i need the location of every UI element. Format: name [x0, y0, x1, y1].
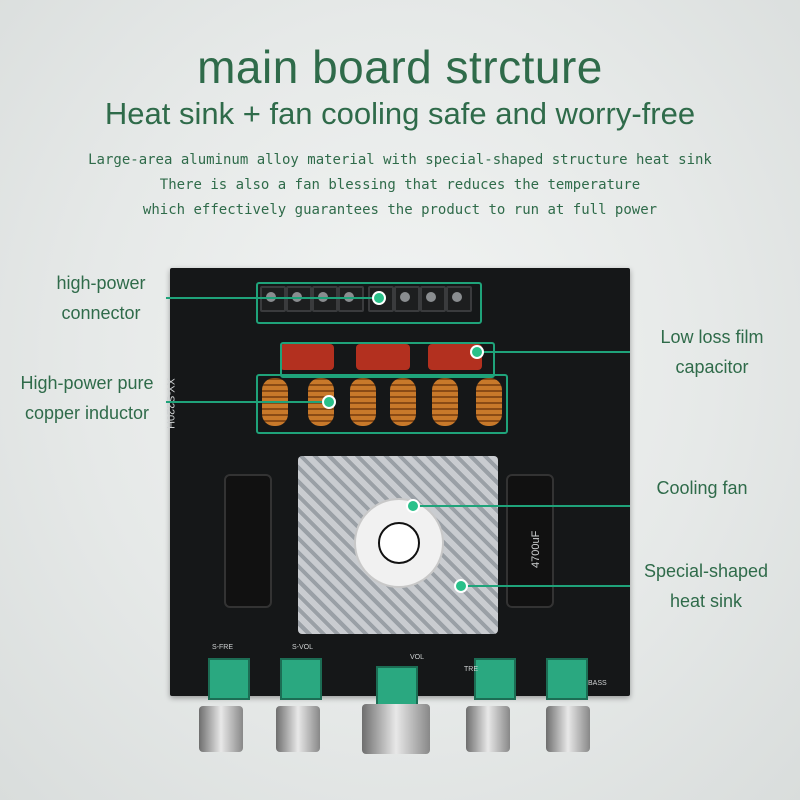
knob-vol[interactable] — [362, 704, 430, 754]
capacitor-value-label: 4700uF — [530, 530, 542, 568]
pot-tre — [474, 658, 516, 700]
inductor-dot — [322, 395, 336, 409]
label-fan-line-1: Cooling fan — [656, 478, 748, 498]
fan-leader — [412, 505, 630, 507]
connector-dot — [372, 291, 386, 305]
label-fan: Cooling fan — [632, 473, 772, 503]
pot-bass — [546, 658, 588, 700]
heatsink-dot — [454, 579, 468, 593]
pot-vol — [376, 666, 418, 708]
label-heatsink-line-1: Special-shaped — [643, 561, 769, 581]
label-inductor-line-2: copper inductor — [24, 403, 150, 423]
pot-label-s-fre: S-FRE — [212, 644, 233, 651]
description-line-2: There is also a fan blessing that reduce… — [159, 177, 641, 193]
inductor-coil — [432, 378, 458, 426]
heatsink-leader — [460, 585, 630, 587]
label-connector-line-2: connector — [61, 303, 141, 323]
capacitor-dot — [470, 345, 484, 359]
amplifier-board: 4700uF XY-S220H S-FRE S-VOL VOL TRE BASS — [164, 268, 630, 708]
label-inductor: High-power pure copper inductor — [4, 368, 170, 428]
description-line-3: which effectively guarantees the product… — [142, 202, 658, 218]
description-line-1: Large-area aluminum alloy material with … — [88, 152, 712, 168]
label-capacitor-line-2: capacitor — [675, 357, 749, 377]
page-subtitle: Heat sink + fan cooling safe and worry-f… — [104, 96, 696, 131]
connector-terminal — [446, 286, 472, 312]
label-connector: high-power connector — [36, 268, 166, 328]
film-capacitor — [356, 344, 410, 370]
knob-s-fre[interactable] — [199, 706, 243, 752]
page-title: main board strcture — [197, 41, 603, 93]
inductor-leader — [166, 401, 326, 403]
fan-dot — [406, 499, 420, 513]
inductor-coil — [390, 378, 416, 426]
connector-leader — [166, 297, 376, 299]
capacitor-highlight — [280, 342, 495, 378]
pot-s-vol — [280, 658, 322, 700]
label-capacitor-line-1: Low loss film — [660, 327, 764, 347]
knob-tre[interactable] — [466, 706, 510, 752]
knob-bass[interactable] — [546, 706, 590, 752]
connector-highlight — [256, 282, 482, 324]
connector-terminal — [420, 286, 446, 312]
connector-terminal — [394, 286, 420, 312]
electrolytic-capacitor — [224, 474, 272, 608]
pot-label-s-vol: S-VOL — [292, 644, 314, 651]
label-connector-line-1: high-power — [56, 273, 146, 293]
pot-label-tre: TRE — [464, 666, 478, 673]
pot-label-vol: VOL — [410, 654, 425, 661]
pot-s-fre — [208, 658, 250, 700]
inductor-coil — [476, 378, 502, 426]
label-inductor-line-1: High-power pure — [20, 373, 154, 393]
film-capacitor — [280, 344, 334, 370]
inductor-highlight — [256, 374, 508, 434]
connector-terminal — [338, 286, 364, 312]
label-heatsink: Special-shaped heat sink — [626, 556, 786, 616]
label-capacitor: Low loss film capacitor — [632, 322, 792, 382]
knob-s-vol[interactable] — [276, 706, 320, 752]
fan-hub-icon — [378, 522, 420, 564]
pot-label-bass: BASS — [588, 680, 607, 687]
capacitor-leader — [474, 351, 630, 353]
label-heatsink-line-2: heat sink — [669, 591, 743, 611]
inductor-coil — [350, 378, 376, 426]
